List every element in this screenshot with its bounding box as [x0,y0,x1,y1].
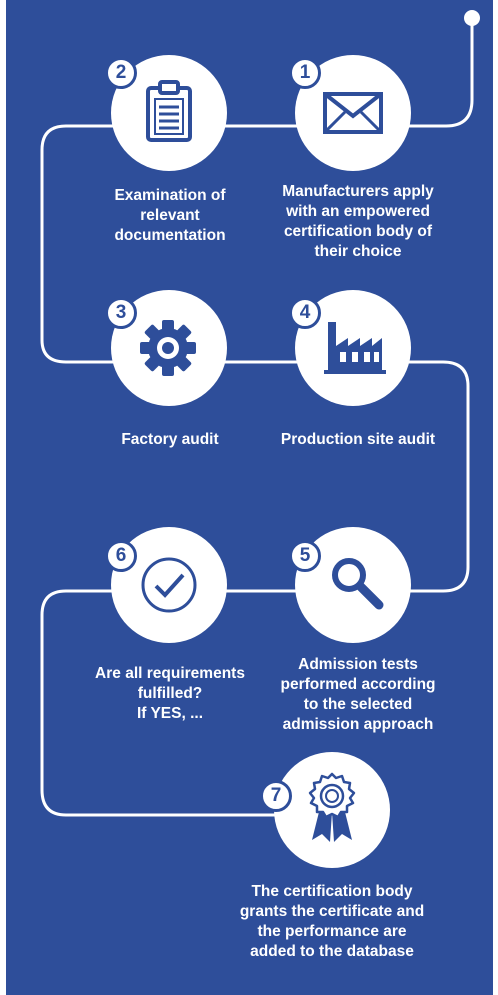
step-1-number: 1 [289,57,321,89]
step-4-number: 4 [289,297,321,329]
step-3-label: Factory audit [121,431,219,448]
step-3-number: 3 [105,297,137,329]
step-5-label: Admission tests performed according to t… [280,656,436,733]
award-ribbon-icon [308,772,356,842]
magnifier-icon [332,558,384,610]
process-flow-diagram: 1 Manufacturers apply with an empowered … [6,0,493,995]
checkmark-icon [141,557,197,613]
path-start-dot [464,10,480,26]
clipboard-icon [146,80,192,142]
step-7-label: The certification body grants the certif… [239,883,425,960]
step-6-number: 6 [105,540,137,572]
factory-icon [324,322,386,374]
gear-icon [140,320,196,376]
step-7-number: 7 [260,780,292,812]
step-1-label: Manufacturers apply with an empowered ce… [282,183,434,260]
connector-path [40,10,480,817]
step-2-number: 2 [105,57,137,89]
step-4-label: Production site audit [280,431,436,448]
envelope-icon [323,92,383,134]
step-5-number: 5 [289,540,321,572]
step-2-label: Examination of relevant documentation [114,187,226,244]
step-6-label: Are all requirements fulfilled? If YES, … [95,665,245,722]
